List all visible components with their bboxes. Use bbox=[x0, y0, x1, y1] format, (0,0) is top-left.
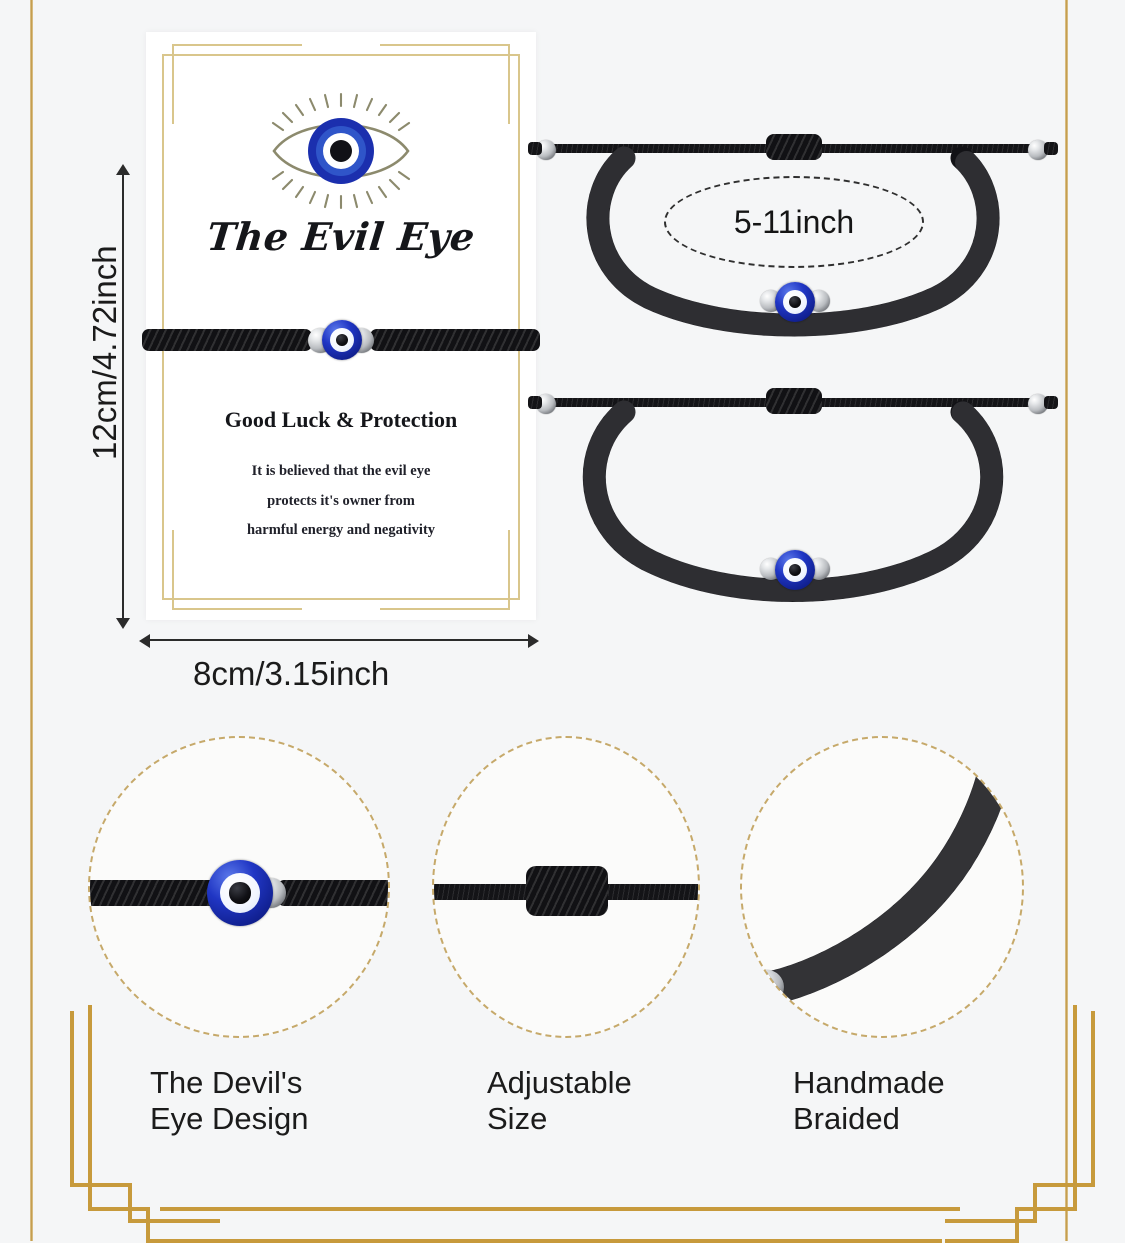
height-arrow-top bbox=[116, 164, 130, 175]
evil-eye-bracelet-top bbox=[528, 118, 1058, 348]
evil-eye-bead-icon bbox=[322, 320, 362, 360]
width-arrow-right bbox=[528, 634, 539, 648]
height-arrow-bottom bbox=[116, 618, 130, 629]
feature-circle-handmade bbox=[740, 736, 1024, 1038]
card-title: The Evil Eye bbox=[204, 214, 478, 259]
feature-circle-adjustable bbox=[432, 736, 700, 1038]
width-dimension-label: 8cm/3.15inch bbox=[193, 655, 390, 692]
evil-eye-icon bbox=[254, 92, 428, 215]
gold-rail-left bbox=[30, 0, 33, 1241]
product-card: The Evil Eye Good Luck & Protection It i… bbox=[142, 32, 540, 620]
gold-rail-right bbox=[1065, 0, 1068, 1241]
height-dimension-line bbox=[122, 172, 124, 620]
sliding-knot-icon bbox=[766, 134, 822, 160]
feature-circle-eye-design bbox=[88, 736, 390, 1038]
feature-label-eye-design: The Devil's Eye Design bbox=[150, 1065, 309, 1136]
sliding-knot-icon bbox=[526, 866, 608, 916]
card-body-line-1: It is believed that the evil eye bbox=[251, 463, 431, 479]
evil-eye-bead-icon bbox=[775, 550, 815, 590]
evil-eye-bracelet-bottom bbox=[528, 372, 1058, 607]
card-subtitle: Good Luck & Protection bbox=[224, 407, 458, 432]
width-arrow-left bbox=[139, 634, 150, 648]
width-dimension-line bbox=[150, 639, 530, 641]
sliding-knot-icon bbox=[766, 388, 822, 414]
card-body-text: It is believed that the evil eye protect… bbox=[146, 457, 536, 546]
evil-eye-bead-icon bbox=[207, 860, 273, 926]
feature-label-handmade: Handmade Braided bbox=[793, 1065, 945, 1136]
card-body-line-3: harmful energy and negativity bbox=[246, 522, 436, 539]
size-callout: 5-11inch bbox=[664, 176, 924, 268]
card-bracelet-strip bbox=[142, 317, 540, 361]
feature-label-adjustable: Adjustable Size bbox=[487, 1065, 632, 1136]
evil-eye-bead-icon bbox=[775, 282, 815, 322]
size-callout-label: 5-11inch bbox=[733, 203, 855, 240]
height-dimension-label: 12cm/4.72inch bbox=[86, 245, 123, 460]
card-body-line-2: protects it's owner from bbox=[267, 492, 415, 509]
